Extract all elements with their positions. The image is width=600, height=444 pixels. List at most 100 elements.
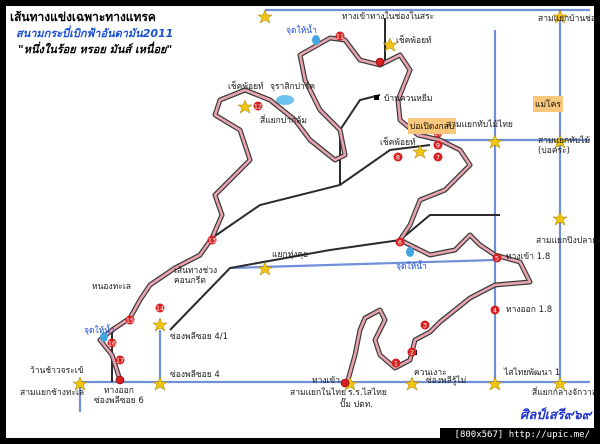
star-icon: [487, 134, 503, 149]
label-water-top: จุดให้น้ำ: [286, 26, 317, 36]
label-junction-bottom-left: สามแยกช้างทะเล: [20, 388, 85, 398]
label-exit-18: ทางออก 1.8: [506, 305, 553, 315]
label-junction-tab: สามแยกทับไม้ (บ่อคระ): [538, 136, 591, 156]
map-subtitle: สนามกระบี่เบิกฟ้าอันดามัน2011: [16, 27, 174, 40]
label-sanam: ซ่องพลีรู้ไม่: [426, 376, 467, 386]
label-junction-bottom-right: สี่แยกกลางจักวาล: [532, 388, 597, 398]
checkpoint-7: 7: [433, 152, 443, 162]
label-sai-thai: ไสไทยพัฒนา 1: [504, 368, 561, 378]
road-mid-horizontal: [229, 258, 496, 270]
svg-text:7: 7: [436, 154, 440, 162]
checkpoint-1: 1: [391, 358, 401, 368]
star-icon: [487, 376, 503, 391]
water-drop-icon: [406, 247, 414, 257]
svg-text:12: 12: [254, 103, 262, 111]
svg-text:14: 14: [156, 305, 164, 313]
svg-text:9: 9: [436, 142, 440, 150]
label-soi4: ซ่องพลีซอย 4: [170, 370, 220, 380]
svg-text:6: 6: [398, 239, 402, 247]
lake-icon: [276, 95, 294, 105]
svg-text:15: 15: [126, 317, 134, 325]
label-exit-soi6: ทางออก ซ่องพลีซอย 6: [94, 386, 144, 406]
star-icon: [552, 211, 568, 226]
svg-text:17: 17: [116, 357, 124, 365]
water-drop-icon: [312, 35, 320, 45]
water-icons: [100, 35, 414, 342]
checkpoint-15: 15: [125, 315, 135, 325]
star-icon: [552, 134, 568, 149]
checkpoint-9: 9: [433, 140, 443, 150]
marker-start: [340, 378, 350, 388]
label-checkpoint-top: เช็คพ้อยท์: [396, 36, 432, 46]
star-icon: [552, 376, 568, 391]
label-junction-top-right: สามแยกบ้านช่อง: [538, 14, 600, 24]
svg-text:11: 11: [336, 33, 344, 41]
label-soi41: ซ่องพลีซอย 4/1: [170, 332, 229, 342]
label-nong-sa: หนองทะเล: [92, 282, 131, 292]
start-finish-markers: [115, 57, 385, 388]
author-signature: ศิลป์เสรี๙๖๙: [520, 408, 592, 423]
label-left-junction: สี่แยกปากล้ม: [260, 116, 307, 126]
label-wang-suay: ว้านช้าวจระเข้: [30, 366, 84, 376]
star-icon: [257, 9, 273, 24]
label-checkpoint-left: เช็คพ้อยท์: [228, 82, 264, 92]
svg-text:2: 2: [410, 349, 414, 357]
checkpoint-11: 11: [335, 31, 345, 41]
label-kuan: ควนเงาะ: [414, 368, 447, 378]
marker-finish: [115, 375, 125, 385]
road-diagonal-2: [169, 214, 500, 331]
checkpoint-12: 12: [253, 101, 263, 111]
label-junction-mai: สามแยกทับไม้ไทย: [446, 120, 513, 130]
star-icon: [72, 376, 88, 391]
star-icon: [552, 9, 568, 24]
svg-text:8: 8: [396, 154, 400, 162]
svg-text:3: 3: [423, 322, 427, 330]
label-mangkon: แม่โคร: [533, 96, 563, 112]
label-ban-khao: บ้านควนหยีม: [384, 94, 433, 104]
checkpoint-14: 14: [155, 303, 165, 313]
checkpoint-3: 3: [420, 320, 430, 330]
label-water-mid: จุดให้น้ำ: [396, 262, 427, 272]
image-host-footer: [800x567] http://upic.me/: [440, 428, 594, 442]
star-icon: [152, 376, 168, 391]
checkpoint-17: 17: [115, 355, 125, 365]
star-icon: [412, 144, 428, 159]
svg-text:5: 5: [495, 255, 499, 263]
checkpoint-13: 13: [207, 235, 217, 245]
star-icon: [257, 261, 273, 276]
map-slogan: "หนึ่งในร้อย หรอย มันส์ เหนื่อย": [18, 43, 173, 56]
label-ban-kok-lap: บ่อเปิดงกลบ: [408, 118, 457, 134]
track-fill: [98, 36, 532, 382]
svg-text:4: 4: [493, 307, 497, 315]
svg-text:16: 16: [108, 340, 116, 348]
label-junction-kong: แยกทุ่งคุย: [272, 250, 309, 260]
landmark-icon: [374, 95, 379, 100]
label-route-choice: เส้นทางช่วง คอนกรีต: [174, 266, 218, 286]
label-pump: ปั๊ม ปตท.: [340, 400, 373, 410]
label-junction-bottom-mid: สามแยกในไทย: [290, 388, 346, 398]
label-water-left: จุดให้น้ำ: [84, 326, 115, 336]
marker-top: [375, 57, 385, 67]
label-entrance-18: ทางเข้า 1.8: [506, 252, 551, 262]
star-icon: [237, 99, 253, 114]
svg-text:13: 13: [208, 237, 216, 245]
checkpoint-2: 2: [407, 347, 417, 357]
label-checkpoint-mid: เช็คพ้อยท์: [380, 138, 416, 148]
label-sor-tor: ร.ร.ไสไทย: [348, 388, 387, 398]
star-icon: [382, 37, 398, 52]
label-suratsiki: จุราสิกปาร์ค: [270, 82, 316, 92]
checkpoint-8: 8: [393, 152, 403, 162]
label-entrance-bottom: ทางเข้า: [312, 376, 341, 386]
water-drop-icon: [100, 332, 108, 342]
label-entrance-top: ทางเข้าทางในช่องโนสระ: [342, 12, 435, 22]
map-title: เส้นทางแข่งเฉพาะทางแทรค: [10, 10, 156, 24]
checkpoint-16: 16: [107, 338, 117, 348]
grid-roads: [78, 8, 590, 412]
star-icon: [152, 317, 168, 332]
junction-stars: [72, 9, 568, 391]
checkpoint-6: 6: [395, 237, 405, 247]
checkpoint-5: 5: [492, 253, 502, 263]
label-junction-plai: สามแยกปิงปลายตั้ง: [536, 236, 600, 246]
